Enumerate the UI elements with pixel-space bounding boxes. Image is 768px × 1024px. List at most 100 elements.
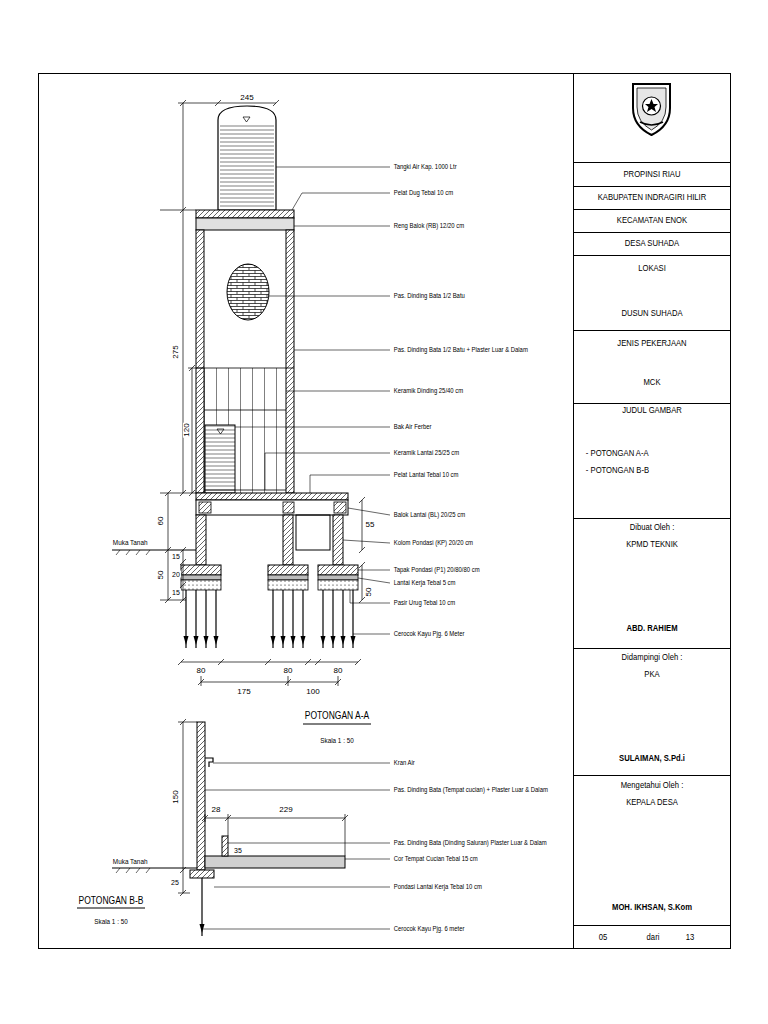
callout-label: Pas. Dinding Bata (Dinding Saluran) Plas… [393, 839, 547, 847]
brick-wall [286, 230, 294, 493]
timber-pile [291, 590, 296, 648]
dimension-text: 20 [171, 571, 181, 578]
ground-hatch [116, 550, 150, 555]
callout-label: Reng Balok (RB) 12/20 cm [393, 222, 465, 230]
water-basin [205, 425, 235, 493]
dimension-line [160, 490, 186, 603]
title-block-text: KPMD TEKNIK [625, 540, 678, 549]
dimension-text: 229 [278, 806, 293, 814]
dimension-text: 175 [236, 688, 251, 696]
dimension-text: 15 [171, 553, 181, 560]
brick-wall [196, 230, 204, 493]
floor-ceramic [204, 490, 286, 491]
water-level-mark [217, 429, 224, 434]
floor-beam [196, 500, 348, 515]
dimension-line [202, 814, 348, 856]
scale-note: Skala 1 : 50 [319, 737, 354, 744]
callout-label: Pondasi Lantai Kerja Tebal 10 cm [393, 883, 483, 891]
callout-label: Balok Lantai (BL) 20/25 cm [393, 511, 466, 519]
dimension-line [178, 659, 361, 665]
sheet-frame [39, 74, 731, 949]
title-block-divider [573, 73, 574, 948]
dimension-text: 28 [211, 806, 222, 814]
timber-pile [351, 590, 356, 648]
ring-beam [196, 218, 294, 230]
crest-shield [633, 84, 670, 135]
title-block-text: SULAIMAN, S.Pd.i [618, 754, 686, 763]
wall-ceramic [204, 368, 286, 493]
extension-line [160, 210, 196, 211]
timber-pile [341, 590, 346, 648]
sand-bed [181, 580, 221, 590]
foundation-column [333, 515, 343, 565]
timber-pile [281, 590, 286, 648]
foundation-column [196, 515, 206, 565]
dimension-line [198, 676, 341, 686]
timber-pile [200, 878, 205, 936]
sand-bed [318, 580, 358, 590]
dimension-text: 50 [157, 570, 165, 581]
dimension-text: 50 [365, 587, 373, 598]
timber-pile [271, 590, 276, 648]
callout-label: Lantai Kerja Tebal 5 cm [393, 579, 456, 587]
foundation-column [283, 515, 293, 565]
dimension-text: 120 [183, 422, 191, 437]
tank-water [220, 124, 274, 209]
title-block-text: DESA SUHADA [623, 239, 679, 248]
timber-pile [214, 590, 219, 648]
channel-wall [222, 836, 228, 856]
scale-note: Skala 1 : 50 [93, 918, 128, 925]
title-block-text: JUDUL GAMBAR [621, 406, 682, 415]
water-tank [218, 106, 276, 210]
title-block-text: MOH. IKHSAN, S.Kom [611, 903, 693, 912]
section-title: POTONGAN A-A [304, 711, 370, 721]
title-block-rules [573, 163, 730, 926]
timber-pile [204, 590, 209, 648]
beam-section [283, 502, 294, 513]
crest-inner [637, 88, 666, 130]
water-level-mark [243, 117, 250, 122]
washing-slab [205, 856, 345, 868]
title-block-text: KABUPATEN INDRAGIRI HILIR [596, 193, 706, 202]
sheet-number: dari [646, 933, 660, 942]
lean-concrete [318, 575, 358, 580]
crest-emblem [643, 97, 661, 115]
callout-label: Pas. Dinding Bata 1/2 Batu + Plaster Lua… [393, 346, 529, 354]
footing-pad [268, 565, 308, 575]
title-block-text: Didampingi Oleh : [620, 653, 683, 662]
sand-bed [268, 580, 308, 590]
callout-label: Pasir Urug Tebal 10 cm [393, 599, 456, 607]
beam-section [334, 502, 346, 513]
timber-pile [321, 590, 326, 648]
title-block-text: - POTONGAN B-B [585, 466, 650, 475]
roof-slab [196, 210, 294, 218]
dimension-line [178, 719, 197, 896]
lean-foundation [190, 870, 214, 878]
dimension-text: 25 [170, 879, 180, 886]
title-block-text: PKA [643, 670, 660, 679]
title-block-text: KEPALA DESA [625, 798, 678, 807]
dimension-text: 80 [333, 667, 344, 675]
title-underline [77, 908, 145, 909]
title-block-text: PROPINSI RIAU [622, 170, 681, 179]
crest-star [645, 99, 658, 112]
water-tap [205, 758, 213, 767]
callout-label: Kolom Pondasi (KP) 20/20 cm [393, 539, 474, 547]
callout-label: Cerocok Kayu Pjg. 6 Meter [393, 630, 465, 638]
callout-label: Tangki Air Kap. 1000 Ltr [393, 163, 457, 171]
title-block-text: LOKASI [637, 264, 666, 273]
title-underline [303, 724, 371, 725]
section-title: POTONGAN B-B [78, 896, 145, 906]
dimension-text: 275 [172, 344, 180, 359]
callout-label: Bak Air Ferber [393, 423, 432, 431]
callout-label: Pelat Lantai Tebal 10 cm [393, 471, 459, 479]
callout-label: Tapak Pondasi (P1) 20/80/80 cm [393, 566, 480, 574]
dimension-text: 35 [233, 847, 243, 854]
title-block-text: KECAMATAN ENOK [616, 216, 688, 225]
sheet-number: 05 [598, 933, 608, 942]
dimension-text: 80 [283, 667, 294, 675]
timber-pile [301, 590, 306, 648]
title-block-text: MCK [642, 378, 661, 387]
